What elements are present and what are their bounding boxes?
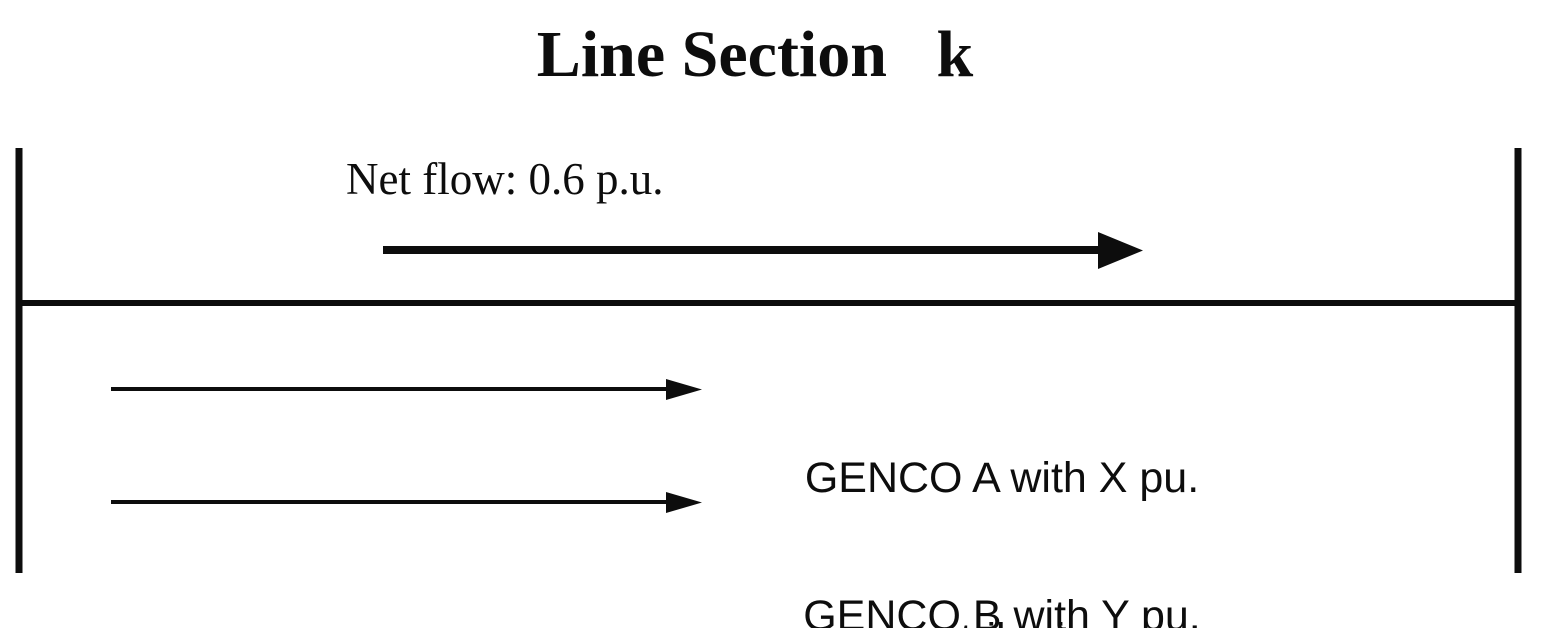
genco-a-arrow-head: [666, 379, 702, 400]
diagram-title: Line Section k: [536, 18, 974, 91]
genco-b-arrow: [111, 492, 702, 513]
genco-b-contribution-label: GENCO B with Y pu. contribution: [782, 482, 1222, 628]
genco-a-label-line1: GENCO A with X pu.: [804, 453, 1200, 502]
net-flow-arrow: [383, 232, 1143, 269]
genco-a-label-line2: contribution: [782, 613, 1222, 628]
net-flow-arrow-head: [1098, 232, 1143, 269]
genco-b-arrow-head: [666, 492, 702, 513]
genco-a-arrow: [111, 379, 702, 400]
net-flow-label: Net flow: 0.6 p.u.: [346, 154, 664, 204]
genco-a-contribution-label: GENCO A with X pu. contribution: [782, 344, 1222, 628]
genco-b-label-line1: GENCO B with Y pu.: [803, 591, 1201, 628]
